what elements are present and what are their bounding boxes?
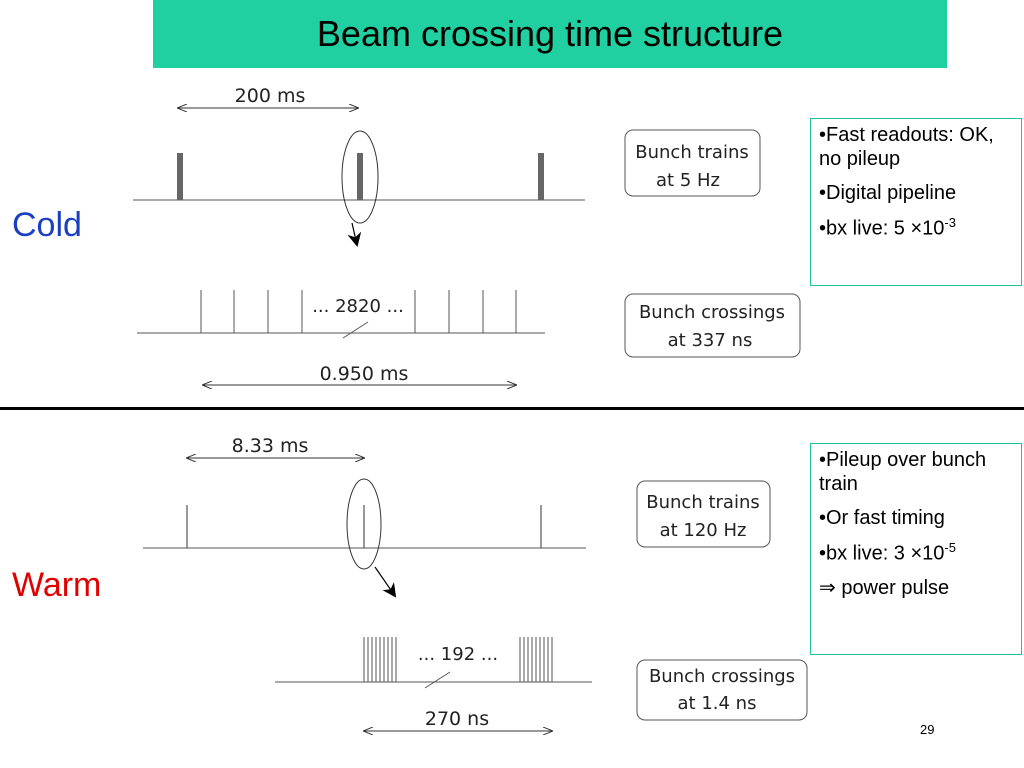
warm-notes-box: •Pileup over bunch train •Or fast timing… [810,443,1022,655]
cold-train-box-line2: at 5 Hz [656,170,720,191]
cold-bunch-train-bar [357,153,363,200]
warm-train-box-line2: at 120 Hz [660,520,747,541]
cold-train-box [624,129,761,197]
page-number: 29 [920,722,935,737]
warm-train-box [636,480,771,548]
cold-zoom-ellipse [341,130,379,224]
warm-crossing-box-line1: Bunch crossings [649,666,795,687]
warm-train-length-label: 270 ns [425,708,489,730]
cold-train-spacing-label: 200 ms [235,85,306,107]
warm-label: Warm [12,566,102,604]
cold-break-mark [342,321,369,339]
cold-zoom-arrow [347,222,362,247]
warm-train-spacing-label: 8.33 ms [232,435,309,457]
cold-bunch-train-bar [538,153,544,200]
warm-zoom-ellipse [346,478,382,570]
cold-note: •bx live: 5 ×10-3 [819,215,956,240]
warm-crossings-count: ... 192 ... [418,644,498,665]
warm-break-mark [424,671,451,689]
warm-crossing-cluster-right [519,637,553,682]
warm-crossing-box-line2: at 1.4 ns [678,693,757,714]
cold-bunch-train-bar [177,153,183,200]
cold-train-length-label: 0.950 ms [320,363,409,385]
warm-note: •Pileup over bunch train [819,449,987,495]
section-divider [0,407,1024,410]
warm-train-box-line1: Bunch trains [646,492,759,513]
cold-crossing-box-line2: at 337 ns [668,330,753,351]
warm-zoom-arrow [374,566,397,598]
cold-train-box-line1: Bunch trains [635,142,748,163]
cold-crossing-box [624,293,801,358]
slide-title: Beam crossing time structure [316,13,784,54]
warm-crossing-cluster-left [363,637,397,682]
title-bar: Beam crossing time structure [153,0,947,68]
cold-crossing-box-line1: Bunch crossings [639,302,785,323]
warm-note: •bx live: 3 ×10-5 [819,540,956,565]
cold-label: Cold [12,206,82,244]
cold-note: •Digital pipeline [819,182,957,204]
cold-note: •Fast readouts: OK, no pileup [819,124,994,170]
warm-note: ⇒ power pulse [819,576,950,599]
cold-notes-box: •Fast readouts: OK, no pileup •Digital p… [810,118,1022,286]
cold-crossings-count: ... 2820 ... [312,296,404,317]
warm-crossing-box [636,659,808,721]
warm-note: •Or fast timing [819,507,945,529]
